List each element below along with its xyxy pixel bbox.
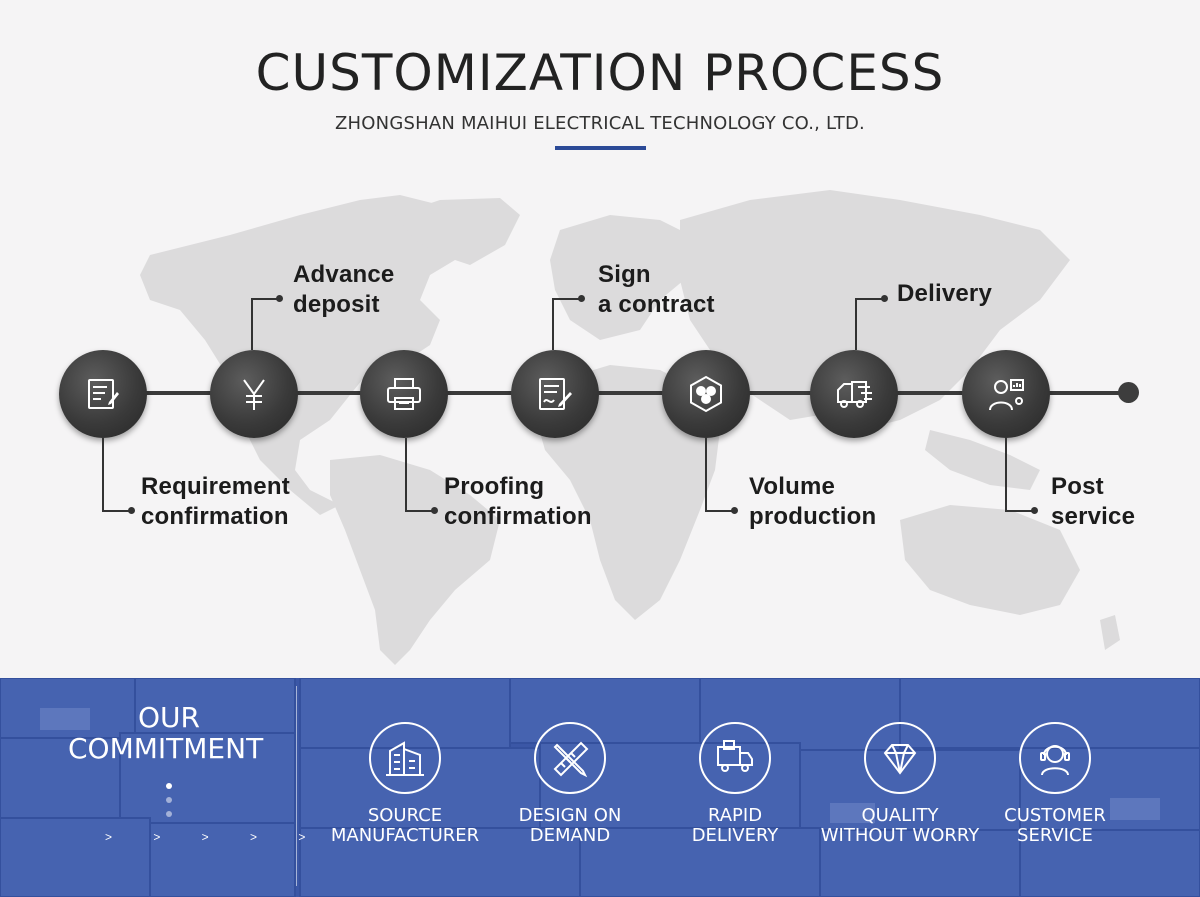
commitment-label-line: DEMAND [529, 825, 611, 846]
connector-line [855, 298, 857, 350]
commitment-item-design: DESIGN ON DEMAND [485, 722, 655, 846]
timeline-line [100, 391, 1130, 395]
timeline-end-dot [1118, 382, 1139, 403]
commitment-banner: OUR COMMITMENT > > > > > SOURCE MANUFACT… [0, 678, 1200, 897]
commitment-title-line: COMMITMENT [68, 732, 264, 765]
title-underline [555, 146, 646, 150]
commitment-item-delivery: RAPID DELIVERY [650, 722, 820, 846]
arrow-chevrons: > > > > > [105, 830, 325, 844]
step-node-proofing [360, 350, 448, 438]
step-label-delivery: Delivery [897, 279, 992, 309]
connector-line [552, 298, 580, 300]
process-section: CUSTOMIZATION PROCESS ZHONGSHAN MAIHUI E… [59, 44, 1139, 665]
commitment-label: RAPID DELIVERY [650, 806, 820, 846]
printer-icon [387, 378, 421, 410]
connector-line [552, 298, 554, 350]
commitment-label-line: DESIGN ON [518, 805, 622, 826]
step-label-line: production [749, 503, 877, 530]
connector-line [405, 438, 407, 511]
connector-dot [1031, 507, 1038, 514]
connector-line [102, 510, 130, 512]
delivery-truck-icon [837, 381, 872, 408]
page-title: CUSTOMIZATION PROCESS [255, 44, 945, 102]
commitment-label: SOURCE MANUFACTURER [320, 806, 490, 846]
step-label-line: Delivery [897, 280, 992, 307]
connector-dot [881, 295, 888, 302]
connector-line [705, 510, 733, 512]
commitment-label: CUSTOMER SERVICE [970, 806, 1140, 846]
document-edit-icon [88, 379, 119, 409]
connector-line [705, 438, 707, 511]
pencil-ruler-icon [534, 722, 606, 794]
connector-dot [128, 507, 135, 514]
commitment-label-line: DELIVERY [691, 825, 779, 846]
commitment-label-line: CUSTOMER [1004, 805, 1106, 826]
step-node-production [662, 350, 750, 438]
connector-dot [731, 507, 738, 514]
commitment-label-line: QUALITY [861, 805, 939, 826]
step-label-line: a contract [598, 291, 715, 318]
connector-dot [276, 295, 283, 302]
step-node-delivery [810, 350, 898, 438]
commitment-label-line: WITHOUT WORRY [820, 825, 980, 846]
step-label-line: Sign [598, 261, 651, 288]
step-node-deposit [210, 350, 298, 438]
commitment-item-quality: QUALITY WITHOUT WORRY [815, 722, 985, 846]
step-node-contract [511, 350, 599, 438]
step-node-requirement [59, 350, 147, 438]
vertical-dots [166, 783, 172, 825]
factory-building-icon [369, 722, 441, 794]
commitment-label-line: SERVICE [1017, 825, 1093, 846]
step-label-line: Post [1051, 473, 1104, 500]
commitment-label-line: RAPID [707, 805, 763, 826]
step-label-proofing: Proofing confirmation [444, 472, 592, 532]
contract-sign-icon [539, 378, 572, 410]
step-label-deposit: Advance deposit [293, 260, 394, 320]
commitment-label: QUALITY WITHOUT WORRY [815, 806, 985, 846]
diamond-icon [864, 722, 936, 794]
step-label-line: Volume [749, 473, 836, 500]
connector-dot [578, 295, 585, 302]
truck-box-icon [699, 722, 771, 794]
step-label-line: Proofing [444, 473, 545, 500]
commitment-item-service: CUSTOMER SERVICE [970, 722, 1140, 846]
step-label-line: service [1051, 503, 1136, 530]
step-label-line: Requirement [141, 473, 290, 500]
step-label-contract: Sign a contract [598, 260, 715, 320]
connector-dot [431, 507, 438, 514]
vertical-divider [296, 686, 297, 886]
step-label-service: Post service [1051, 472, 1135, 532]
step-label-requirement: Requirement confirmation [141, 472, 290, 532]
step-label-line: Advance [293, 261, 395, 288]
connector-line [251, 298, 279, 300]
step-label-line: deposit [293, 291, 380, 318]
connector-line [405, 510, 433, 512]
commitment-title: OUR COMMITMENT [68, 702, 278, 764]
connector-line [251, 298, 253, 350]
commitment-label-line: SOURCE [367, 805, 443, 826]
connector-line [1005, 510, 1033, 512]
commitment-item-source: SOURCE MANUFACTURER [320, 722, 490, 846]
step-node-service [962, 350, 1050, 438]
step-label-line: confirmation [141, 503, 289, 530]
connector-line [102, 438, 104, 511]
production-hexagon-icon [690, 375, 722, 413]
commitment-title-line: OUR [138, 701, 200, 734]
connector-line [855, 298, 883, 300]
step-label-line: confirmation [444, 503, 592, 530]
yen-icon [243, 379, 265, 410]
company-subtitle: ZHONGSHAN MAIHUI ELECTRICAL TECHNOLOGY C… [335, 113, 865, 134]
connector-line [1005, 438, 1007, 511]
commitment-label: DESIGN ON DEMAND [485, 806, 655, 846]
support-person-icon [989, 379, 1024, 411]
step-label-production: Volume production [749, 472, 876, 532]
headset-agent-icon [1019, 722, 1091, 794]
commitment-label-line: MANUFACTURER [330, 825, 480, 846]
